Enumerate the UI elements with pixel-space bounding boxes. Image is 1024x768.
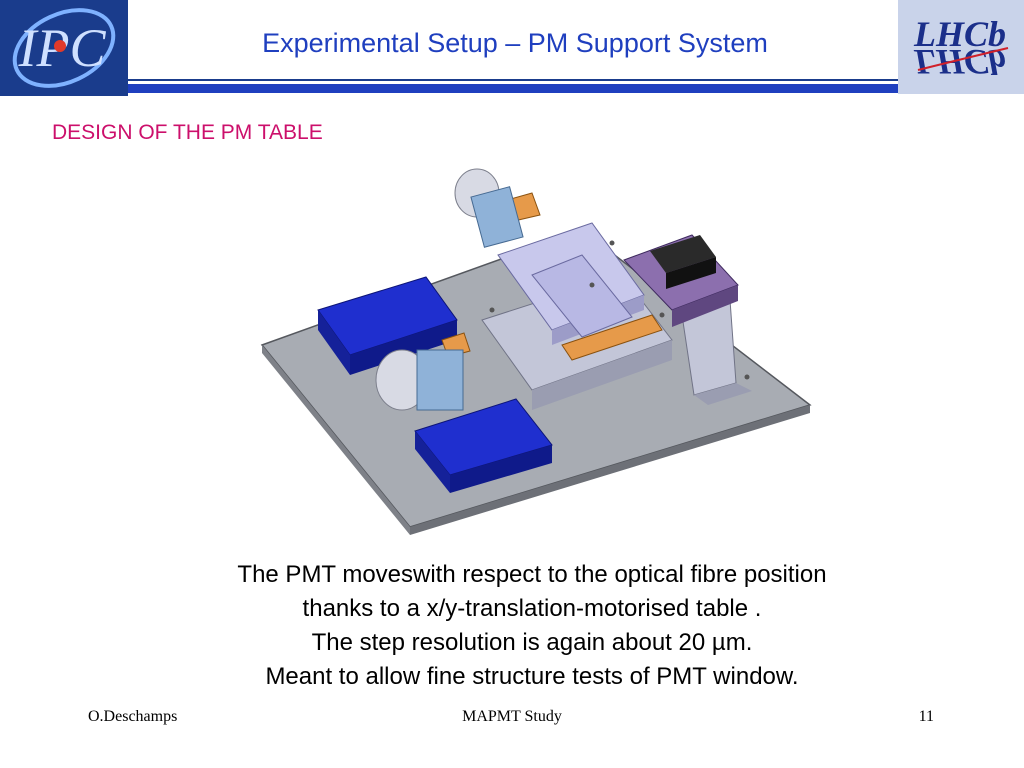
body-line-2: thanks to a x/y-translation-motorised ta… <box>302 595 762 622</box>
body-line-3: The step resolution is again about 20 µm… <box>311 629 753 656</box>
pm-table-cad-image <box>252 155 815 537</box>
footer-page-number: 11 <box>918 708 934 725</box>
svg-text:LHCb: LHCb <box>913 42 1006 82</box>
footer-author: O.Deschamps <box>88 708 178 725</box>
svg-text:LHCb: LHCb <box>913 14 1006 54</box>
header-rule-thin <box>128 79 898 81</box>
section-title: DESIGN OF THE PM TABLE <box>52 121 323 144</box>
lhcb-logo: LHCb LHCb <box>898 0 1024 94</box>
body-line-1: The PMT moveswith respect to the optical… <box>237 561 827 588</box>
ipc-logo: IPC <box>0 0 128 96</box>
body-text: The PMT moveswith respect to the optical… <box>130 558 934 694</box>
footer-center: MAPMT Study <box>462 708 562 725</box>
slide-title: Experimental Setup – PM Support System <box>262 28 768 58</box>
header-rule-thick <box>128 84 898 93</box>
body-line-4: Meant to allow fine structure tests of P… <box>265 663 799 690</box>
